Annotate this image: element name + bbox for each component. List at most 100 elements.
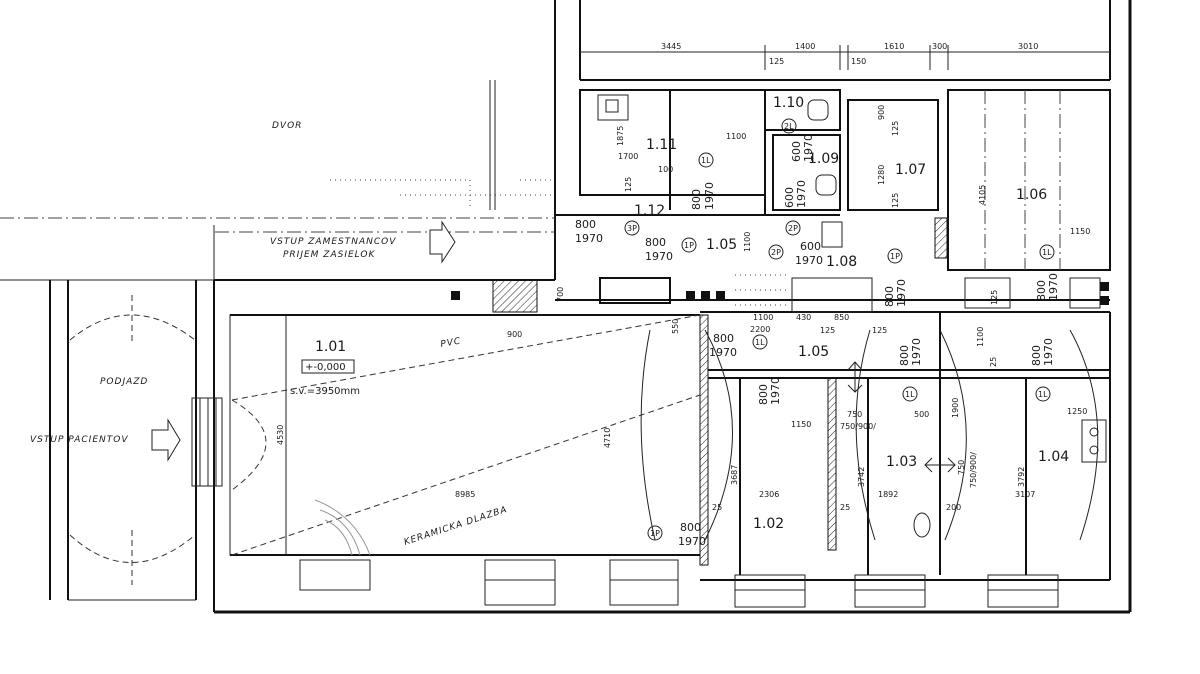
room-label-1-05-upper: 1.05 — [706, 237, 737, 253]
room-label-1-02: 1.02 — [753, 516, 784, 532]
dim-550: 550 — [671, 319, 680, 334]
dim-1250: 1250 — [1067, 407, 1087, 416]
dim-3687: 3687 — [730, 465, 739, 485]
dim-500: 500 — [914, 410, 929, 419]
door-tag-2l: 2L — [784, 122, 794, 131]
patient-entrance-label: VSTUP PACIENTOV — [30, 435, 128, 445]
dim-700: 700 — [556, 287, 565, 302]
dim-125-d: 125 — [820, 326, 835, 335]
door-tag-1p-c: 1P — [650, 529, 660, 538]
room-label-1-12: 1.12 — [634, 203, 665, 219]
dim-300: 300 — [932, 42, 947, 51]
door-g-width: 800 — [883, 286, 896, 307]
dimensions: 3445 1400 1610 300 3010 125 150 1875 170… — [276, 42, 1090, 512]
door-k-width: 800 — [1030, 345, 1043, 366]
height-label: s.v.=3950mm — [290, 386, 360, 397]
dim-1875: 1875 — [616, 126, 625, 146]
door-i-width: 800 — [713, 332, 734, 345]
top-dimension-line — [580, 45, 1110, 70]
dim-25-a: 25 — [712, 503, 722, 512]
dim-1280: 1280 — [877, 165, 886, 185]
dim-1150-b: 1150 — [791, 420, 811, 429]
dim-4710: 4710 — [603, 428, 612, 448]
dim-750-b: 750 — [957, 460, 966, 475]
dim-3445: 3445 — [661, 42, 681, 51]
hall-markings — [231, 314, 1107, 608]
dim-2306: 2306 — [759, 490, 779, 499]
courtyard-lines — [0, 80, 555, 281]
door-a-width: 800 — [575, 218, 596, 231]
dim-3010: 3010 — [1018, 42, 1038, 51]
dim-750-900-a: 750/900/ — [840, 422, 876, 431]
dim-1900: 1900 — [951, 398, 960, 418]
dim-100: 100 — [658, 165, 673, 174]
room-label-1-05-lower: 1.05 — [798, 344, 829, 360]
dim-3107: 3107 — [1015, 490, 1035, 499]
dim-850: 850 — [834, 313, 849, 322]
dim-125-b: 125 — [624, 177, 633, 192]
room-label-1-08: 1.08 — [826, 254, 857, 270]
door-h-height: 1970 — [1047, 273, 1060, 301]
ceramic-floor-label: KERAMICKA DLAZBA — [403, 505, 509, 548]
room-label-1-04: 1.04 — [1038, 449, 1069, 465]
dim-750-900-b: 750/900/ — [969, 452, 978, 488]
door-k-height: 1970 — [1042, 338, 1055, 366]
door-e-height: 1970 — [645, 250, 673, 263]
dim-125-e: 125 — [872, 326, 887, 335]
door-tag-1p-b: 1P — [890, 252, 900, 261]
dim-25-b: 25 — [840, 503, 850, 512]
door-c-width: 600 — [783, 187, 796, 208]
room-label-1-07: 1.07 — [895, 162, 926, 178]
staff-entrance-label: VSTUP ZAMESTNANCOV — [270, 237, 396, 247]
driveway-label: PODJAZD — [100, 377, 148, 387]
dim-900-a: 900 — [877, 105, 886, 120]
building-walls — [213, 0, 1132, 614]
door-tag-1l-e: 1L — [1038, 390, 1048, 399]
door-g-height: 1970 — [895, 279, 908, 307]
dim-1610: 1610 — [884, 42, 904, 51]
dim-4530: 4530 — [276, 425, 285, 445]
dim-1100-a: 1100 — [726, 132, 746, 141]
door-l-height: 1970 — [769, 377, 782, 405]
dim-25-c: 25 — [989, 357, 998, 367]
door-l-width: 800 — [757, 384, 770, 405]
dim-8985: 8985 — [455, 490, 475, 499]
door-h-width: 800 — [1035, 280, 1048, 301]
room-labels: 1.01 1.02 1.03 1.04 1.05 1.05 1.06 1.07 … — [315, 95, 1069, 532]
door-d-width: 800 — [690, 189, 703, 210]
door-m-height: 1970 — [678, 535, 706, 548]
dim-430: 430 — [796, 313, 811, 322]
dim-125-g: 125 — [891, 193, 900, 208]
room-label-1-11: 1.11 — [646, 137, 677, 153]
door-tag-2p-a: 2P — [788, 224, 798, 233]
room-label-1-03: 1.03 — [886, 454, 917, 470]
dim-4105: 4105 — [978, 185, 987, 205]
door-m-width: 800 — [680, 521, 701, 534]
dim-200: 200 — [946, 503, 961, 512]
door-d-height: 1970 — [703, 182, 716, 210]
door-tag-1l-c: 1L — [755, 338, 765, 347]
dim-1100-b: 1100 — [753, 313, 773, 322]
door-b-width: 600 — [790, 141, 803, 162]
notes: DVOR VSTUP ZAMESTNANCOV PRIJEM ZASIELOK … — [30, 121, 509, 548]
door-f-width: 600 — [800, 240, 821, 253]
dim-1400: 1400 — [795, 42, 815, 51]
dim-2200: 2200 — [750, 325, 770, 334]
dim-900-b: 900 — [507, 330, 522, 339]
dim-1892: 1892 — [878, 490, 898, 499]
room-label-1-09: 1.09 — [808, 151, 839, 167]
room-label-1-10: 1.10 — [773, 95, 804, 111]
dim-1150-a: 1150 — [1070, 227, 1090, 236]
door-sizes: 800 1970 600 1970 600 1970 800 1970 800 … — [575, 134, 1060, 548]
door-tag-2p-b: 2P — [771, 248, 781, 257]
door-f-height: 1970 — [795, 254, 823, 267]
door-tag-1l-b: 1L — [1042, 248, 1052, 257]
deliveries-label: PRIJEM ZASIELOK — [283, 250, 375, 260]
dim-3792: 3792 — [1017, 467, 1026, 487]
door-i-height: 1970 — [709, 346, 737, 359]
door-tag-1p-a: 1P — [684, 241, 694, 250]
door-tags: 1L 2L 3P 1P 2P 2P 1P 1L 1L 1L 1L 1P — [624, 118, 1055, 541]
dim-125-f: 125 — [990, 290, 999, 305]
door-tag-1l-d: 1L — [905, 390, 915, 399]
